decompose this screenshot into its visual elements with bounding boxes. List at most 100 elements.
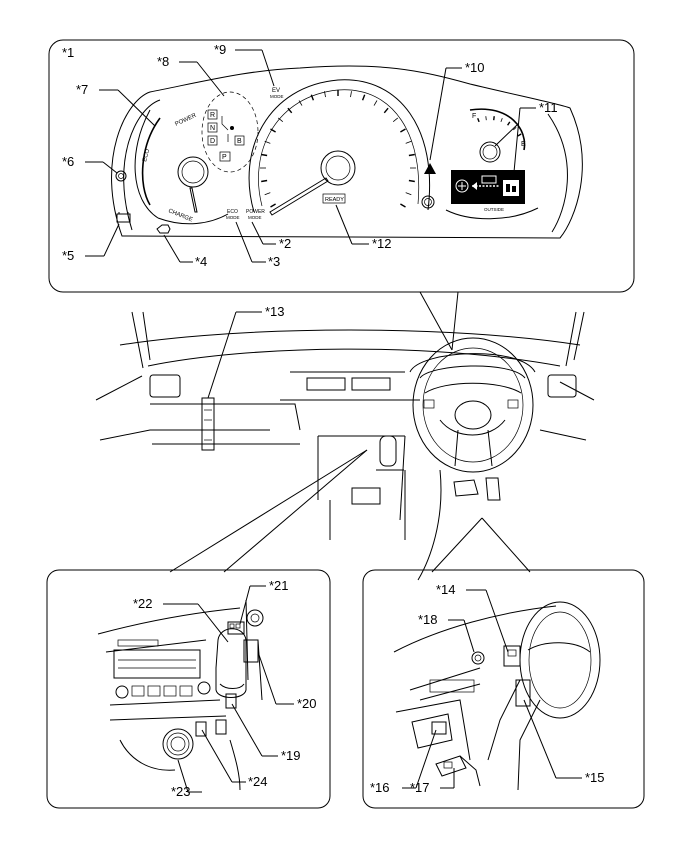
callout-13: *13 <box>265 304 285 319</box>
callout-3: *3 <box>268 254 280 269</box>
shift-lever <box>215 628 247 698</box>
gauge-tick <box>500 118 503 123</box>
center-vent-right <box>351 377 391 391</box>
audio-left-knob <box>115 685 129 699</box>
power-meter-hub <box>177 156 209 188</box>
right-steering-switch <box>507 399 519 409</box>
center-console-view <box>97 599 264 791</box>
svg-text:R: R <box>210 112 215 119</box>
gauge-tick <box>264 140 271 144</box>
eco-switch <box>195 721 207 737</box>
gauge-tick <box>408 179 415 183</box>
charge-warning-icon <box>116 212 131 223</box>
svg-text:POWER: POWER <box>246 209 265 215</box>
shift-b-box <box>234 135 245 146</box>
power-mode-indicator: POWER MODE <box>246 209 265 220</box>
power-switch-knob <box>471 651 485 665</box>
callout-16: *16 <box>370 780 390 795</box>
accelerator-pedal <box>485 477 501 501</box>
trip-knob <box>421 195 435 209</box>
shift-p-box <box>219 151 231 162</box>
shift-lever-position-sensor <box>243 639 259 663</box>
console-link-line-1 <box>169 449 368 573</box>
dashboard-view <box>95 311 595 581</box>
svg-text:MODE: MODE <box>270 94 284 99</box>
meter-link-line-1 <box>419 291 453 351</box>
brake-pedal <box>453 479 479 497</box>
svg-text:B: B <box>237 138 242 145</box>
callout-23: *23 <box>171 784 191 799</box>
speedometer-hub <box>320 150 356 186</box>
dlc3-connector <box>435 755 467 777</box>
charge-zone-label: CHARGE <box>167 208 193 223</box>
meter-panel-frame <box>48 39 635 293</box>
left-steering-switch <box>423 399 435 409</box>
shift-d-box <box>207 135 218 146</box>
callout-15: *15 <box>585 770 605 785</box>
power-zone-label: POWER <box>174 113 198 128</box>
steering-sensor <box>515 679 531 707</box>
master-warning-icon <box>424 163 436 174</box>
gauge-tick <box>400 128 406 133</box>
svg-text:N: N <box>210 125 215 132</box>
center-vent-left <box>306 377 346 391</box>
gauge-tick <box>383 107 389 114</box>
shift-r-box <box>207 109 218 120</box>
ecu-module <box>503 645 521 667</box>
park-switch <box>227 621 245 635</box>
callout-24: *24 <box>248 774 268 789</box>
gauge-tick <box>310 94 315 101</box>
shift-lever-sketch <box>379 435 397 467</box>
gauge-tick <box>361 94 366 101</box>
callout-5: *5 <box>62 248 74 263</box>
display-engine-icon <box>481 175 497 184</box>
callout-19: *19 <box>281 748 301 763</box>
callout-11: *11 <box>539 100 558 115</box>
steering-leaders <box>402 589 582 789</box>
gauge-tick <box>405 192 412 196</box>
callout-10: *10 <box>465 60 485 75</box>
lower-dash-panel <box>411 713 453 749</box>
svg-text:E: E <box>521 141 526 148</box>
steering-link-line-1 <box>481 517 531 573</box>
svg-text:OUTSIDE: OUTSIDE <box>484 207 504 212</box>
console-panel-frame <box>46 569 331 809</box>
steering-wheel-detail <box>519 601 601 719</box>
gauge-tick <box>261 179 268 183</box>
cd-slot <box>117 639 159 647</box>
gauge-tick <box>477 117 480 123</box>
gauge-tick <box>513 127 517 131</box>
eco-mode-indicator: ECO MODE <box>226 209 240 220</box>
shift-n-box <box>207 122 218 133</box>
speedometer: READY <box>248 79 430 216</box>
accelerator-area <box>351 487 381 505</box>
center-display-sketch <box>429 679 475 693</box>
gauge-tick <box>408 153 415 157</box>
steering-area-view <box>393 601 601 791</box>
callout-18: *18 <box>418 612 438 627</box>
steering-wheel <box>412 337 534 473</box>
gauge-tick <box>350 91 352 98</box>
console-link-line-2 <box>223 449 368 573</box>
svg-text:ECO: ECO <box>227 209 238 215</box>
callout-1: *1 <box>62 45 74 60</box>
steering-hub <box>454 400 492 430</box>
ev-drive-switch <box>225 693 237 709</box>
svg-text:D: D <box>210 138 215 145</box>
gauge-tick <box>507 121 511 126</box>
gauge-tick <box>270 203 276 208</box>
gauge-tick <box>400 203 406 208</box>
fuel-gauge-ticks <box>477 116 522 137</box>
audio-unit <box>113 649 201 679</box>
gauge-tick <box>298 100 303 106</box>
shift-position-indicator: R N D B P <box>201 91 259 173</box>
callout-7: *7 <box>76 82 88 97</box>
left-vent <box>149 374 181 398</box>
callout-14: *14 <box>436 582 456 597</box>
display-fan-icon <box>455 179 469 193</box>
console-leaders <box>163 585 294 793</box>
gauge-tick <box>485 116 487 121</box>
callout-8: *8 <box>157 54 169 69</box>
gauge-tick <box>261 153 268 157</box>
